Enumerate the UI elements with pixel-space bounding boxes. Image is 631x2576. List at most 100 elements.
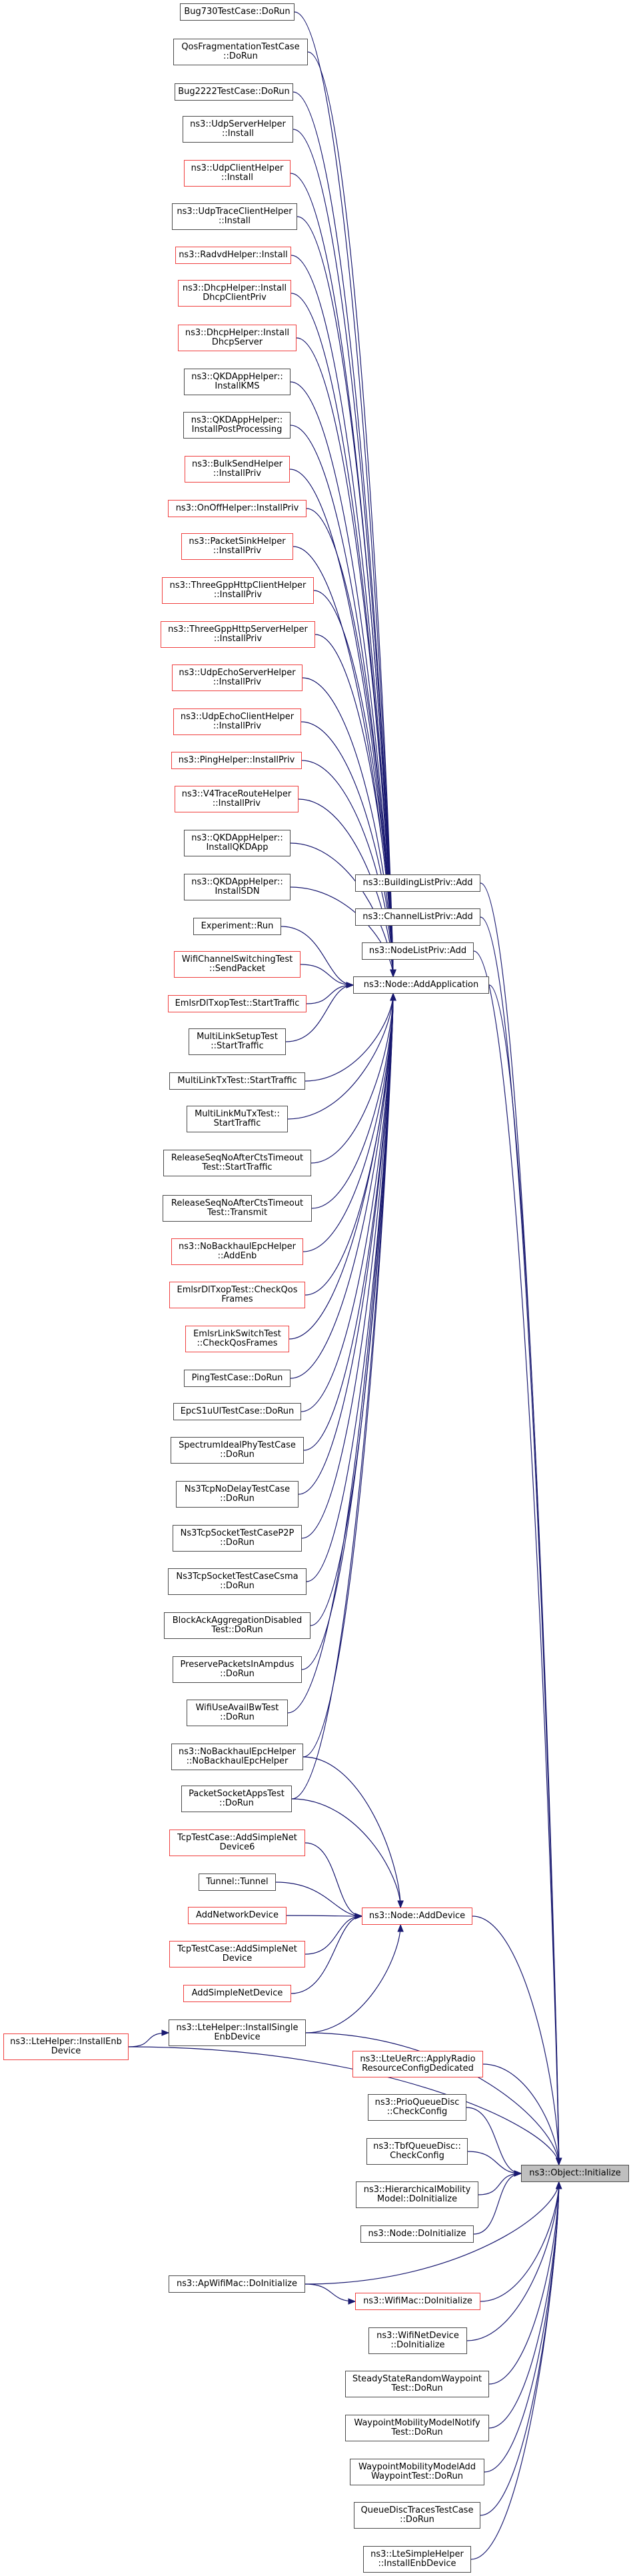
graph-node-radvd[interactable]: ns3::RadvdHelper::Install [175, 247, 291, 264]
edge-relstart-to-addapp [311, 993, 394, 1164]
edge-tcpcsma-to-addapp [306, 993, 394, 1582]
edge-experiment-to-addapp [281, 926, 354, 986]
arrowhead-ltesingle-to-adddevice [397, 1924, 404, 1932]
edge-chanadd-to-root [480, 916, 560, 2165]
root-node: ns3::Object::Initialize [521, 2165, 629, 2182]
graph-node-udptrace[interactable]: ns3::UdpTraceClientHelper ::Install [172, 203, 297, 230]
graph-node-buildadd[interactable]: ns3::BuildingListPriv::Add [355, 874, 480, 892]
graph-node-nodeinit[interactable]: ns3::Node::DoInitialize [360, 2225, 474, 2243]
graph-node-qdtraces[interactable]: QueueDiscTracesTestCase ::DoRun [354, 2502, 480, 2529]
graph-node-steadystate[interactable]: SteadyStateRandomWaypoint Test::DoRun [345, 2371, 489, 2397]
edge-adddevice-to-root [472, 1916, 560, 2165]
graph-node-qkdpost[interactable]: ns3::QKDAppHelper:: InstallPostProcessin… [183, 412, 291, 439]
graph-node-addapp[interactable]: ns3::Node::AddApplication [353, 976, 489, 994]
edge-wpnotify-to-root [488, 2181, 560, 2429]
graph-node-lteuerrc[interactable]: ns3::LteUeRrc::ApplyRadio ResourceConfig… [352, 2051, 483, 2077]
graph-node-blockack[interactable]: BlockAckAggregationDisabled Test::DoRun [164, 1612, 311, 1639]
graph-node-wpadd[interactable]: WaypointMobilityModelAdd WaypointTest::D… [350, 2459, 484, 2485]
graph-node-qosfrag[interactable]: QosFragmentationTestCase ::DoRun [173, 39, 308, 65]
graph-node-dhcpclient[interactable]: ns3::DhcpHelper::Install DhcpClientPriv [178, 280, 291, 307]
graph-node-qkdkms[interactable]: ns3::QKDAppHelper:: InstallKMS [184, 369, 291, 395]
graph-node-tbfq[interactable]: ns3::TbfQueueDisc:: CheckConfig [366, 2138, 468, 2165]
graph-node-mlmutx[interactable]: MultiLinkMuTxTest:: StartTraffic [187, 1106, 288, 1132]
graph-node-experiment[interactable]: Experiment::Run [193, 918, 281, 935]
edge-nobackctor-to-addapp [303, 993, 394, 1758]
edge-lteuerrc-to-root [482, 2063, 560, 2165]
graph-node-tcpadd[interactable]: TcpTestCase::AddSimpleNet Device [169, 1941, 305, 1967]
edge-nodeadd-to-root [473, 950, 560, 2165]
graph-node-pingtest[interactable]: PingTestCase::DoRun [184, 1370, 291, 1387]
graph-node-addsimple[interactable]: AddSimpleNetDevice [183, 1985, 291, 2002]
graph-node-mltx[interactable]: MultiLinkTxTest::StartTraffic [169, 1072, 305, 1090]
edge-pingtest-to-addapp [290, 993, 394, 1379]
graph-node-packetsock[interactable]: PacketSocketAppsTest ::DoRun [181, 1786, 292, 1812]
graph-node-tcpnodelay[interactable]: Ns3TcpNoDelayTestCase ::DoRun [176, 1481, 299, 1508]
graph-node-reltx[interactable]: ReleaseSeqNoAfterCtsTimeout Test::Transm… [163, 1195, 312, 1222]
graph-node-ltesingle[interactable]: ns3::LteHelper::InstallSingle EnbDevice [169, 2019, 306, 2046]
graph-node-bug730[interactable]: Bug730TestCase::DoRun [180, 3, 295, 21]
edge-nobackctor-to-adddevice [303, 1756, 401, 1908]
edge-udpserver-to-addapp [293, 129, 394, 977]
edge-ltesingle-to-adddevice [305, 1924, 401, 2033]
graph-node-mlsetup[interactable]: MultiLinkSetupTest ::StartTraffic [189, 1028, 286, 1055]
graph-node-tunnel[interactable]: Tunnel::Tunnel [199, 1874, 276, 1891]
graph-node-hiermob[interactable]: ns3::HierarchicalMobility Model::DoIniti… [356, 2181, 478, 2208]
graph-node-udpclient[interactable]: ns3::UdpClientHelper ::Install [184, 160, 291, 187]
edge-httpserver-to-addapp [315, 634, 394, 977]
arrowhead-apwifi-to-wifimac [348, 2298, 356, 2305]
graph-node-wpnotify[interactable]: WaypointMobilityModelNotify Test::DoRun [345, 2415, 489, 2441]
graph-node-apwifi[interactable]: ns3::ApWifiMac::DoInitialize [169, 2275, 305, 2293]
graph-node-epcs1u[interactable]: EpcS1uUlTestCase::DoRun [173, 1403, 301, 1420]
graph-node-echoserver[interactable]: ns3::UdpEchoServerHelper ::InstallPriv [172, 664, 303, 691]
edge-tunnel-to-adddevice [275, 1882, 362, 1917]
graph-node-onoff[interactable]: ns3::OnOffHelper::InstallPriv [168, 500, 307, 517]
graph-node-lteenb[interactable]: ns3::LteHelper::InstallEnb Device [3, 2033, 129, 2060]
edge-apwifi-to-wifimac [305, 2283, 356, 2302]
graph-node-nodeadd[interactable]: ns3::NodeListPriv::Add [362, 942, 474, 960]
graph-node-tcpadd6[interactable]: TcpTestCase::AddSimpleNet Device6 [169, 1830, 305, 1856]
edge-nodeinit-to-root [473, 2173, 522, 2235]
graph-node-nobackctor[interactable]: ns3::NoBackhaulEpcHelper ::NoBackhaulEpc… [171, 1744, 303, 1770]
edge-qkdsdn-to-addapp [290, 886, 394, 977]
graph-node-echoclient[interactable]: ns3::UdpEchoClientHelper ::InstallPriv [173, 708, 301, 735]
graph-node-httpserver[interactable]: ns3::ThreeGppHttpServerHelper ::InstallP… [161, 621, 315, 648]
edge-bug730-to-addapp [294, 11, 394, 977]
arrowhead-qkdsdn-to-addapp [390, 969, 396, 978]
edge-wifichan-to-addapp [300, 964, 354, 986]
graph-node-v4trace[interactable]: ns3::V4TraceRouteHelper ::InstallPriv [175, 786, 299, 812]
arrowhead-mlsetup-to-addapp [346, 982, 354, 988]
graph-node-prioq[interactable]: ns3::PrioQueueDisc ::CheckConfig [368, 2094, 466, 2121]
graph-node-wifichan[interactable]: WifiChannelSwitchingTest ::SendPacket [174, 951, 301, 978]
arrowhead-addsimple-to-adddevice [354, 1913, 363, 1920]
edge-packetsock-to-addapp [291, 993, 394, 1800]
graph-node-dhcpserver[interactable]: ns3::DhcpHelper::Install DhcpServer [178, 325, 297, 351]
graph-node-bulksend[interactable]: ns3::BulkSendHelper ::InstallPriv [185, 456, 290, 483]
graph-node-httpclient[interactable]: ns3::ThreeGppHttpClientHelper ::InstallP… [162, 577, 314, 604]
graph-node-tcpp2p[interactable]: Ns3TcpSocketTestCaseP2P ::DoRun [173, 1525, 302, 1552]
graph-node-ltesimple[interactable]: ns3::LteSimpleHelper ::InstallEnbDevice [363, 2546, 471, 2573]
edge-lteenb-to-ltesingle [128, 2032, 169, 2047]
graph-node-wifiavail[interactable]: WifiUseAvailBwTest ::DoRun [187, 1700, 288, 1726]
graph-node-tcpcsma[interactable]: Ns3TcpSocketTestCaseCsma ::DoRun [168, 1568, 307, 1595]
graph-node-specideal[interactable]: SpectrumIdealPhyTestCase ::DoRun [171, 1437, 304, 1464]
graph-node-nobackenb[interactable]: ns3::NoBackhaulEpcHelper ::AddEnb [171, 1238, 303, 1265]
graph-node-adddevice[interactable]: ns3::Node::AddDevice [362, 1908, 472, 1925]
graph-node-qkdsdn[interactable]: ns3::QKDAppHelper:: InstallSDN [184, 874, 291, 900]
edge-buildadd-to-root [480, 882, 560, 2165]
graph-node-wifimac[interactable]: ns3::WifiMac::DoInitialize [355, 2293, 480, 2310]
graph-node-wifinetdev[interactable]: ns3::WifiNetDevice ::DoInitialize [368, 2327, 467, 2354]
graph-node-bug2222[interactable]: Bug2222TestCase::DoRun [175, 83, 293, 101]
graph-node-ping[interactable]: ns3::PingHelper::InstallPriv [171, 752, 302, 769]
graph-node-udpserver[interactable]: ns3::UdpServerHelper ::Install [183, 116, 293, 143]
graph-node-relstart[interactable]: ReleaseSeqNoAfterCtsTimeout Test::StartT… [163, 1150, 311, 1176]
graph-node-chanadd[interactable]: ns3::ChannelListPriv::Add [355, 908, 480, 926]
graph-node-qkdapp[interactable]: ns3::QKDAppHelper:: InstallQKDApp [184, 830, 291, 856]
graph-node-emlsrstart[interactable]: EmlsrDlTxopTest::StartTraffic [168, 995, 307, 1012]
graph-node-addnetdev[interactable]: AddNetworkDevice [188, 1907, 287, 1924]
graph-node-preserve[interactable]: PreservePacketsInAmpdus ::DoRun [173, 1656, 302, 1683]
edge-tcpadd6-to-adddevice [305, 1842, 362, 1917]
graph-node-emlsrlink[interactable]: EmlsrLinkSwitchTest ::CheckQosFrames [185, 1326, 289, 1352]
edge-qosfrag-to-addapp [307, 51, 394, 977]
graph-node-emlsrcheck[interactable]: EmlsrDlTxopTest::CheckQos Frames [169, 1282, 305, 1308]
graph-node-packetsink[interactable]: ns3::PacketSinkHelper ::InstallPriv [181, 533, 293, 560]
